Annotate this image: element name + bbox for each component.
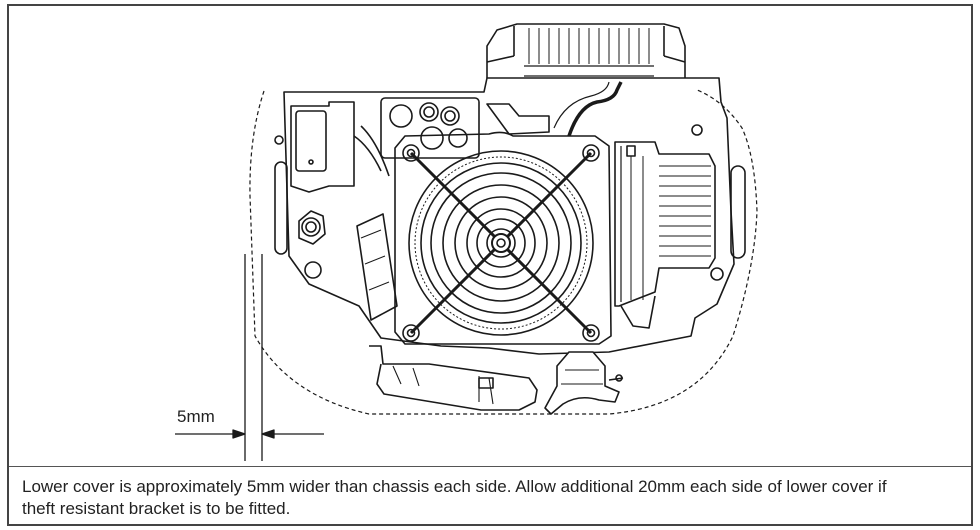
chassis-drawing — [175, 23, 758, 461]
dimension-label: 5mm — [177, 407, 215, 426]
left-hex-nut — [298, 210, 326, 279]
lower-cover-outline — [249, 89, 758, 415]
bottom-right-bracket — [544, 351, 624, 415]
bottom-left-assembly — [369, 345, 538, 411]
right-heatsink — [614, 141, 716, 329]
caption-divider — [9, 466, 971, 467]
left-tilted-panel — [356, 213, 398, 321]
left-slot — [274, 161, 288, 255]
top-fan-unit — [486, 23, 686, 78]
figure-caption: Lower cover is approximately 5mm wider t… — [22, 477, 887, 518]
left-connector — [290, 101, 390, 193]
upper-left-panel — [380, 97, 550, 159]
chassis-body — [283, 77, 735, 355]
right-slot — [730, 165, 746, 259]
dimension-marker — [175, 254, 324, 461]
figure-frame: 5mm Lower cover is approximately 5mm wid… — [7, 4, 973, 526]
cable-hose — [567, 81, 623, 137]
main-fan-housing — [394, 131, 612, 345]
